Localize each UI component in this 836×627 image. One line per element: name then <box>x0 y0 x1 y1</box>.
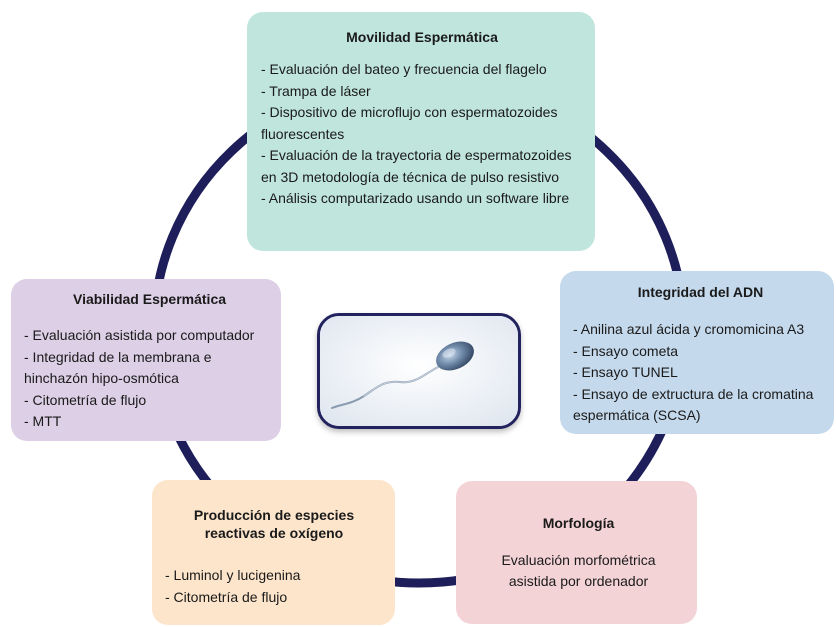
description-line: asistida por ordenador <box>508 573 649 589</box>
box-title: Integridad del ADN <box>637 284 764 300</box>
box-morfologia: Morfología Evaluación morfométrica asist… <box>456 481 697 624</box>
description-line: Evaluación morfométrica <box>501 552 656 568</box>
method-list: - Evaluación asistida por computador - I… <box>24 325 275 433</box>
box-movilidad-espermatica: Movilidad Espermática - Evaluación del b… <box>247 12 595 251</box>
list-item: - Anilina azul ácida y cromomicina A3 <box>573 321 805 337</box>
list-item: - Ensayo TUNEL <box>573 364 678 380</box>
list-item: - Citometría de flujo <box>165 588 288 605</box>
list-item: - Citometría de flujo <box>24 391 147 408</box>
list-item: - Luminol y lucigenina <box>165 567 301 583</box>
box-title: Morfología <box>542 515 615 531</box>
list-item: - Ensayo de extructura de la cromatina e… <box>573 385 814 424</box>
method-list: - Luminol y lucigenina - Citometría de f… <box>165 565 383 608</box>
box-title: Movilidad Espermática <box>346 29 498 45</box>
list-item: - MTT <box>24 413 62 429</box>
list-item: - Ensayo cometa <box>573 342 679 359</box>
box-title: Viabilidad Espermática <box>72 291 227 307</box>
method-list: - Anilina azul ácida y cromomicina A3 - … <box>573 319 828 427</box>
list-item: - Evaluación asistida por computador <box>24 327 255 343</box>
sperm-cell-image <box>320 316 518 426</box>
box-title: Producción de especies reactivas de oxíg… <box>165 506 383 542</box>
list-item: - Evaluación del bateo y frecuencia del … <box>261 61 547 77</box>
method-list: - Evaluación del bateo y frecuencia del … <box>261 59 583 210</box>
list-item: - Evaluación de la trayectoria de esperm… <box>261 147 572 185</box>
box-description: Evaluación morfométrica asistida por ord… <box>470 550 687 592</box>
list-item: - Integridad de la membrana e hinchazón … <box>24 348 212 387</box>
box-title-line: reactivas de oxígeno <box>204 525 344 541</box>
box-viabilidad-espermatica: Viabilidad Espermática - Evaluación asis… <box>11 279 281 441</box>
sperm-image-frame <box>317 313 521 429</box>
box-title-line: Producción de especies <box>193 507 355 523</box>
box-integridad-adn: Integridad del ADN - Anilina azul ácida … <box>560 271 834 434</box>
list-item: - Análisis computarizado usando un softw… <box>261 190 570 206</box>
box-produccion-especies-reactivas: Producción de especies reactivas de oxíg… <box>152 480 395 625</box>
list-item: - Trampa de láser <box>261 82 371 99</box>
list-item: - Dispositivo de microflujo con espermat… <box>261 104 558 142</box>
